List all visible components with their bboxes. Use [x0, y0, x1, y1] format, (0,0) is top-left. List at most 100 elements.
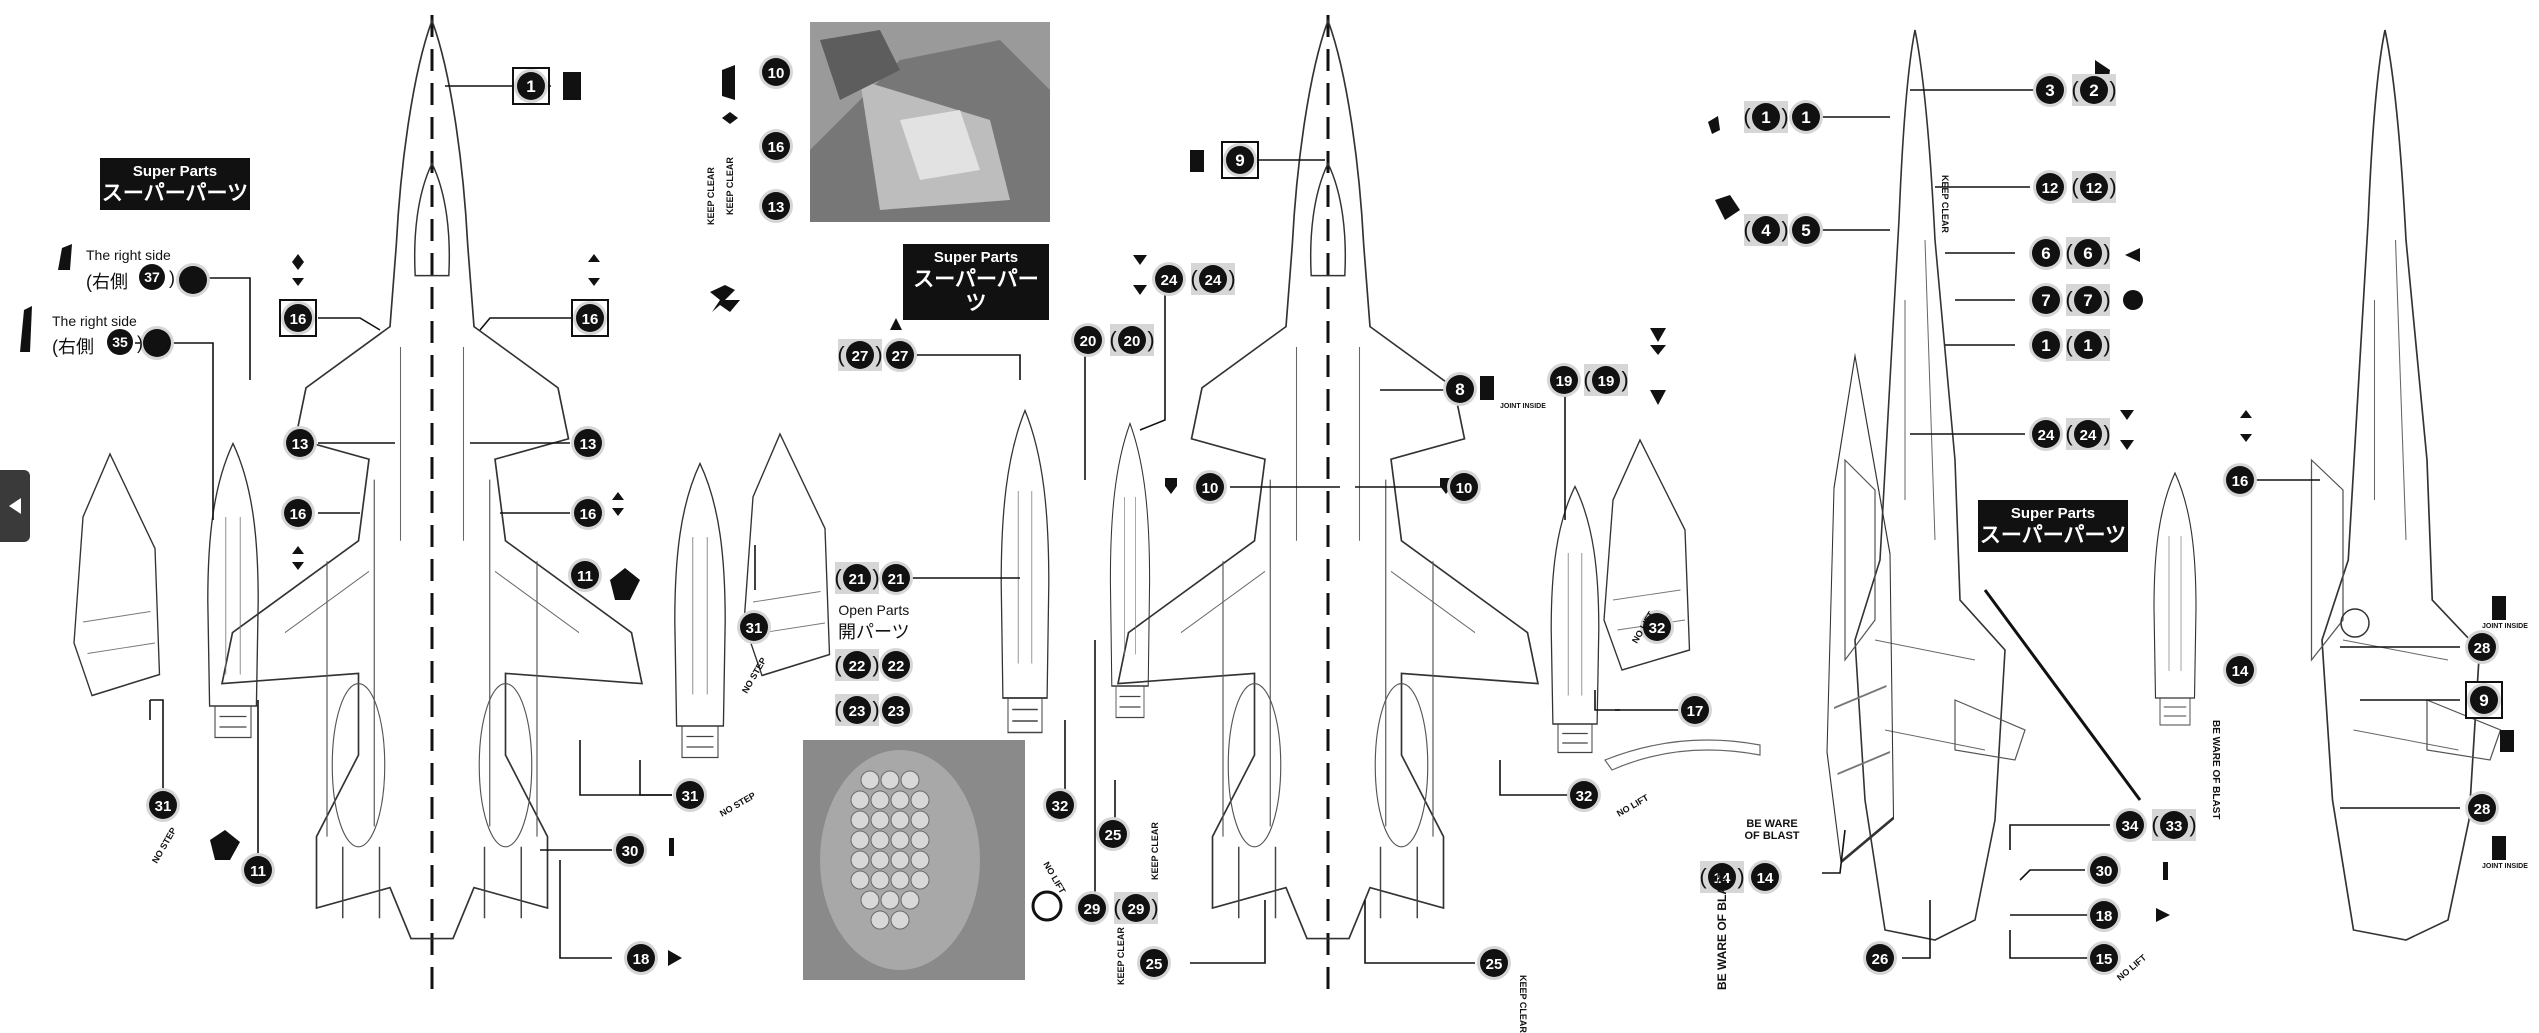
photo-cockpit-detail [810, 22, 1050, 222]
badge-decal-icon [2125, 248, 2140, 262]
callout-27: ()27 [837, 339, 883, 371]
callout-number: 25 [1146, 956, 1163, 973]
pointer-decal-icon [2120, 410, 2134, 420]
callout-number: 15 [2096, 951, 2113, 968]
pod-part-middle [1109, 422, 1151, 719]
super-parts-header: Super Parts スーパーパーツ [903, 244, 1049, 320]
callout-22: ()22 [834, 649, 880, 681]
callout-16: 16 [2223, 463, 2257, 497]
svg-text:(: ( [2065, 421, 2073, 446]
callout-13: 13 [571, 426, 605, 460]
callout-24: ()24 [2065, 418, 2111, 450]
callout-number: 22 [888, 658, 905, 675]
callout-number: 12 [2042, 180, 2059, 197]
pointer-decal-icon [1650, 328, 1666, 342]
callout-9: 9 [1221, 141, 1259, 179]
callout-11: 11 [568, 558, 602, 592]
right-side-number: 35 [107, 329, 133, 355]
callout-32: 32 [1043, 788, 1077, 822]
keep-clear-label: KEEP CLEAR [1150, 822, 1160, 880]
callout-14: ()14 [1699, 861, 1745, 893]
callout-number: 12 [2086, 180, 2103, 197]
fast-pack-pod-right [674, 462, 726, 759]
super-parts-label-en: Super Parts [132, 163, 218, 180]
svg-text:(: ( [1743, 104, 1751, 129]
arrow-pair-icon [612, 492, 624, 516]
right-side-label: The right side [86, 247, 171, 263]
joint-inside-label: JOINT INSIDE [2482, 863, 2528, 870]
callout-number: 11 [250, 863, 266, 880]
pod-side-part [2153, 472, 2197, 726]
callout-2: ()2 [2071, 74, 2117, 106]
right-side-prefix: (右側 [52, 337, 94, 357]
callout-18: 18 [624, 941, 658, 975]
svg-text:): ) [1781, 104, 1788, 129]
svg-text:): ) [875, 342, 882, 367]
arrow-marker-icon [2156, 908, 2170, 922]
callout-33: ()33 [2151, 809, 2197, 841]
callout-13: 13 [759, 189, 793, 223]
callout-25: 25 [1096, 817, 1130, 851]
right-side-prefix: (右側 [86, 272, 128, 292]
beware-blast-label: BE WARE OF BLAST [2210, 720, 2221, 820]
callout-13: 13 [283, 426, 317, 460]
photo-missile-detail [803, 740, 1025, 980]
open-parts-label-jp: 開パーツ [838, 622, 910, 642]
callout-20: ()20 [1109, 324, 1155, 356]
callout-number: 9 [2479, 691, 2488, 710]
jet-side-view [1844, 29, 2026, 941]
svg-text:): ) [1228, 266, 1235, 291]
beware-blast-label: BE WARE OF BLAST [1744, 818, 1800, 842]
callout-30: 30 [2087, 853, 2121, 887]
callout-19: ()19 [1583, 364, 1629, 396]
callout-28: 28 [2465, 791, 2499, 825]
callout-number: 1 [2083, 336, 2092, 355]
callout-number: 25 [1105, 827, 1122, 844]
callout-21: ()21 [834, 562, 880, 594]
decal-swatch-icon [563, 72, 581, 100]
callout-number: 6 [2041, 244, 2050, 263]
callout-20: 20 [1071, 323, 1105, 357]
svg-text:(: ( [1190, 266, 1198, 291]
callout-number: 29 [1084, 901, 1101, 918]
callout-26: 26 [1863, 941, 1897, 975]
super-parts-header: Super Parts スーパーパーツ [1978, 500, 2128, 552]
svg-text:(: ( [1113, 895, 1121, 920]
tag-decal-icon [2500, 730, 2514, 752]
svg-text:): ) [1151, 895, 1158, 920]
callout-number: 3 [2045, 81, 2054, 100]
callout-1: 1 [1789, 100, 1823, 134]
callout-number: 23 [888, 703, 905, 720]
callout-25: 25 [1137, 946, 1171, 980]
callout-number: 1 [1761, 108, 1770, 127]
svg-text:): ) [1621, 367, 1628, 392]
svg-text:): ) [2109, 174, 2116, 199]
callout-number: 31 [746, 620, 763, 637]
callout-12: ()12 [2071, 171, 2117, 203]
pointer-decal-icon [1133, 285, 1147, 295]
previous-page-button[interactable] [0, 470, 30, 542]
callout-12: 12 [2033, 170, 2067, 204]
callout-number: 19 [1556, 373, 1573, 390]
panel-right-side-view [1825, 29, 2197, 941]
panel-left-top-view [73, 15, 831, 990]
emblem-decal-icon [210, 830, 240, 860]
callout-number: 16 [290, 311, 307, 328]
svg-text:(: ( [2151, 812, 2159, 837]
callout-number: 24 [2038, 427, 2055, 444]
decal-placement-diagram: 116161313161611313131113018924()2420()20… [20, 15, 2514, 990]
svg-text:): ) [2189, 812, 2196, 837]
bracket-decal-icon [669, 838, 674, 856]
triangle-marker-icon [890, 318, 902, 330]
pointer-decal-icon [1650, 345, 1666, 355]
stripe-decal-icon [58, 244, 72, 270]
callout-number: 29 [1128, 901, 1145, 918]
decal-icons [20, 60, 2514, 966]
arrow-pair-icon [292, 546, 304, 570]
callout-18: 18 [2087, 898, 2121, 932]
callout-23: 23 [879, 693, 913, 727]
callout-10: 10 [1447, 470, 1481, 504]
tag-decal-icon [1190, 150, 1204, 172]
callout-number: 25 [1486, 956, 1503, 973]
callout-34: 34 [2113, 808, 2147, 842]
